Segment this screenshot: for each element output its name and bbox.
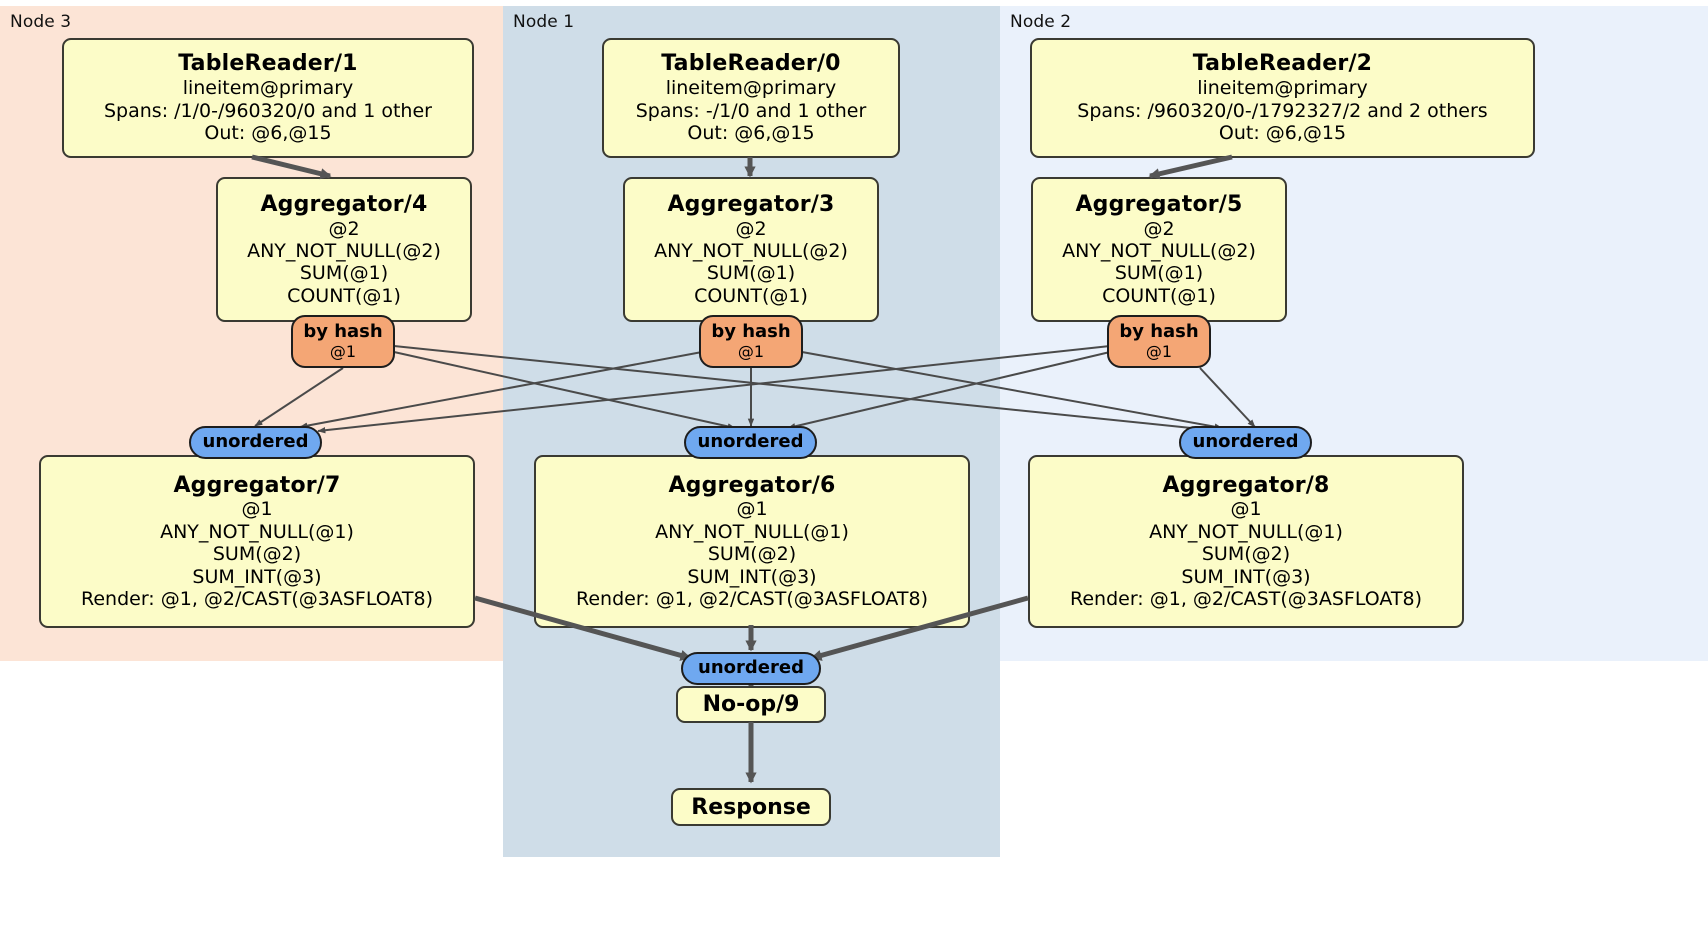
processor-detail-line: Render: @1, @2/CAST(@3ASFLOAT8) <box>1070 588 1422 611</box>
processor-detail-line: lineitem@primary <box>182 77 354 100</box>
processor-detail-line: SUM(@1) <box>1114 262 1204 285</box>
processor-aggregator-5[interactable]: Aggregator/5 @2 ANY_NOT_NULL(@2) SUM(@1)… <box>1031 177 1287 322</box>
processor-response[interactable]: Response <box>671 788 831 826</box>
processor-title: Aggregator/5 <box>1075 191 1243 217</box>
processor-detail-line: @1 <box>736 498 768 521</box>
badge-type-label: unordered <box>202 431 309 453</box>
processor-aggregator-4[interactable]: Aggregator/4 @2 ANY_NOT_NULL(@2) SUM(@1)… <box>216 177 472 322</box>
processor-detail-line: SUM(@2) <box>212 543 302 566</box>
processor-detail-line: SUM(@1) <box>299 262 389 285</box>
processor-table-reader-1[interactable]: TableReader/1 lineitem@primary Spans: /1… <box>62 38 474 158</box>
processor-aggregator-3[interactable]: Aggregator/3 @2 ANY_NOT_NULL(@2) SUM(@1)… <box>623 177 879 322</box>
badge-by-hash-node3[interactable]: by hash @1 <box>291 315 395 368</box>
processor-title: Response <box>691 794 811 820</box>
badge-type-label: by hash <box>303 321 383 343</box>
processor-title: Aggregator/6 <box>668 472 836 498</box>
badge-type-label: unordered <box>1192 431 1299 453</box>
node-label-node3: Node 3 <box>10 12 72 32</box>
processor-detail-line: COUNT(@1) <box>1102 284 1216 307</box>
processor-detail-line: Out: @6,@15 <box>687 122 815 145</box>
processor-detail-line: Spans: /1/0-/960320/0 and 1 other <box>104 99 432 122</box>
processor-title: TableReader/1 <box>178 51 358 77</box>
processor-detail-line: Render: @1, @2/CAST(@3ASFLOAT8) <box>576 588 928 611</box>
processor-detail-line: ANY_NOT_NULL(@1) <box>160 520 354 543</box>
processor-title: Aggregator/8 <box>1162 472 1330 498</box>
processor-detail-line: @1 <box>241 498 273 521</box>
processor-detail-line: ANY_NOT_NULL(@2) <box>1062 240 1256 263</box>
processor-detail-line: @2 <box>735 217 767 240</box>
processor-table-reader-2[interactable]: TableReader/2 lineitem@primary Spans: /9… <box>1030 38 1535 158</box>
processor-title: Aggregator/4 <box>260 191 428 217</box>
processor-detail-line: SUM_INT(@3) <box>192 565 322 588</box>
badge-column-label: @1 <box>1145 341 1173 361</box>
badge-unordered-final[interactable]: unordered <box>681 652 821 685</box>
processor-detail-line: @1 <box>1230 498 1262 521</box>
badge-by-hash-node2[interactable]: by hash @1 <box>1107 315 1211 368</box>
node-label-node1: Node 1 <box>513 12 575 32</box>
processor-detail-line: COUNT(@1) <box>287 284 401 307</box>
processor-title: No-op/9 <box>702 692 800 717</box>
processor-detail-line: SUM(@2) <box>1201 543 1291 566</box>
processor-aggregator-7[interactable]: Aggregator/7 @1 ANY_NOT_NULL(@1) SUM(@2)… <box>39 455 475 628</box>
processor-detail-line: ANY_NOT_NULL(@1) <box>655 520 849 543</box>
badge-type-label: unordered <box>698 657 804 679</box>
processor-no-op-9[interactable]: No-op/9 <box>676 686 826 723</box>
processor-detail-line: ANY_NOT_NULL(@1) <box>1149 520 1343 543</box>
processor-detail-line: ANY_NOT_NULL(@2) <box>247 240 441 263</box>
processor-detail-line: lineitem@primary <box>1197 77 1368 100</box>
processor-detail-line: Render: @1, @2/CAST(@3ASFLOAT8) <box>81 588 433 611</box>
processor-detail-line: Spans: /960320/0-/1792327/2 and 2 others <box>1077 99 1488 122</box>
processor-detail-line: SUM_INT(@3) <box>687 565 817 588</box>
badge-unordered-node2[interactable]: unordered <box>1179 426 1312 459</box>
processor-detail-line: @2 <box>328 217 360 240</box>
processor-detail-line: SUM(@1) <box>706 262 796 285</box>
processor-title: Aggregator/3 <box>667 191 835 217</box>
processor-title: Aggregator/7 <box>173 472 341 498</box>
node-label-node2: Node 2 <box>1010 12 1072 32</box>
processor-detail-line: SUM_INT(@3) <box>1181 565 1311 588</box>
badge-column-label: @1 <box>329 341 357 361</box>
processor-aggregator-8[interactable]: Aggregator/8 @1 ANY_NOT_NULL(@1) SUM(@2)… <box>1028 455 1464 628</box>
badge-by-hash-node1[interactable]: by hash @1 <box>699 315 803 368</box>
processor-detail-line: ANY_NOT_NULL(@2) <box>654 240 848 263</box>
processor-title: TableReader/2 <box>1192 51 1373 77</box>
badge-column-label: @1 <box>737 341 765 361</box>
processor-detail-line: SUM(@2) <box>707 543 797 566</box>
badge-type-label: unordered <box>697 431 804 453</box>
processor-title: TableReader/0 <box>661 51 841 77</box>
processor-detail-line: Spans: -/1/0 and 1 other <box>635 99 867 122</box>
badge-type-label: by hash <box>711 321 791 343</box>
processor-aggregator-6[interactable]: Aggregator/6 @1 ANY_NOT_NULL(@1) SUM(@2)… <box>534 455 970 628</box>
badge-unordered-node3[interactable]: unordered <box>189 426 322 459</box>
processor-detail-line: Out: @6,@15 <box>204 122 332 145</box>
badge-type-label: by hash <box>1119 321 1199 343</box>
processor-detail-line: Out: @6,@15 <box>1218 122 1347 145</box>
processor-detail-line: lineitem@primary <box>665 77 837 100</box>
processor-detail-line: COUNT(@1) <box>694 284 808 307</box>
processor-table-reader-0[interactable]: TableReader/0 lineitem@primary Spans: -/… <box>602 38 900 158</box>
badge-unordered-node1[interactable]: unordered <box>684 426 817 459</box>
processor-detail-line: @2 <box>1143 217 1175 240</box>
